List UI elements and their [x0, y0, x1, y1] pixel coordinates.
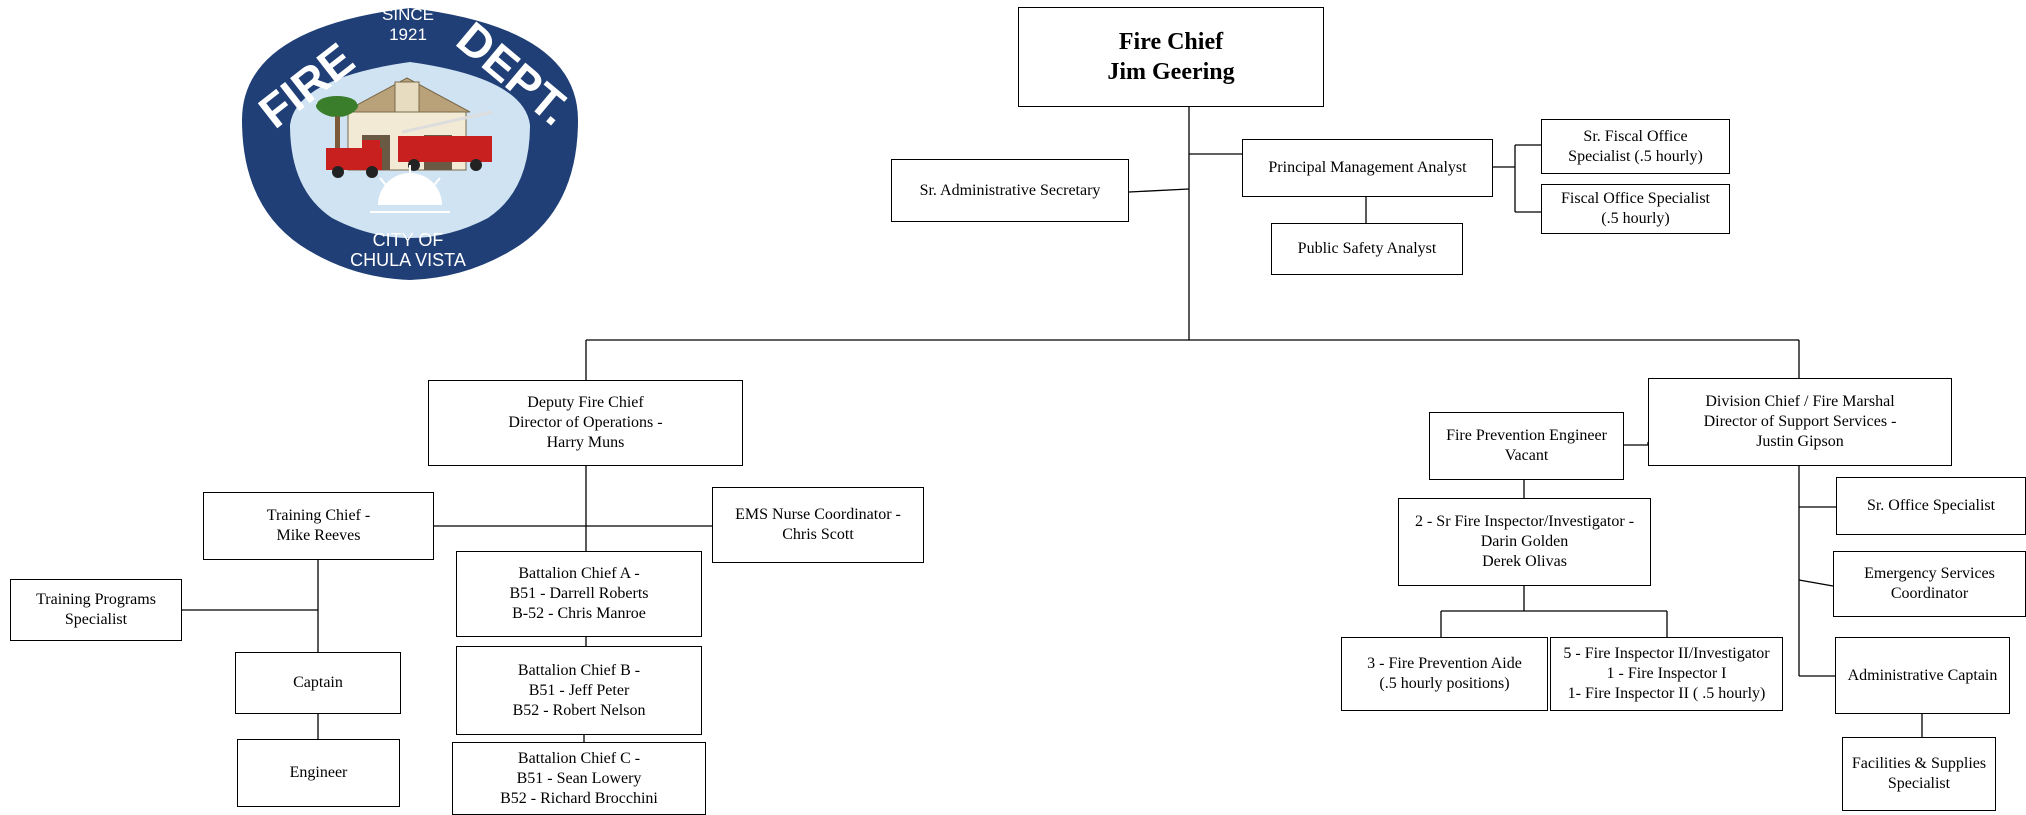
box-line: Vacant — [1504, 447, 1549, 464]
box-line: Battalion Chief C - — [517, 749, 641, 767]
box-line: B52 - Robert Nelson — [512, 701, 646, 719]
box-line: Specialist — [64, 611, 128, 628]
box-line: Director of Operations - — [508, 414, 663, 431]
box-line: 5 - Fire Inspector II/Investigator — [1563, 645, 1770, 662]
box-line: Sr. Fiscal Office — [1583, 127, 1688, 145]
box-line: B51 - Jeff Peter — [528, 681, 630, 699]
box-line: Battalion Chief A - — [518, 565, 640, 582]
logo-since: SINCE — [382, 5, 434, 24]
sr-fire-inspector-box: 2 - Sr Fire Inspector/Investigator - Dari… — [1398, 498, 1651, 586]
box-line: B52 - Richard Brocchini — [500, 789, 658, 807]
box-line: Specialist — [1887, 775, 1951, 792]
box-line: Battalion Chief B - — [517, 661, 641, 679]
box-line: Administrative Captain — [1847, 666, 1998, 684]
box-line: Principal Management Analyst — [1268, 159, 1467, 176]
engineer-box: Engineer — [237, 739, 400, 807]
fire-prevention-aide-box: 3 - Fire Prevention Aide (.5 hourly posit… — [1341, 637, 1548, 711]
box-line: Sr. Administrative Secretary — [919, 181, 1101, 199]
box-line: Coordinator — [1890, 585, 1969, 602]
box-line: B51 - Sean Lowery — [516, 769, 642, 787]
box-line: Mike Reeves — [276, 527, 361, 544]
box-line: Fire Prevention Engineer — [1446, 427, 1607, 444]
box-line: Training Programs — [36, 591, 156, 608]
logo-city-line2: CHULA VISTA — [350, 250, 466, 270]
fire-dept-logo: SINCE 1921 FIRE DEPT. CITY OF CHULA VIST… — [242, 5, 581, 280]
box-line: Captain — [293, 674, 343, 691]
box-line: Chris Scott — [782, 526, 854, 543]
logo-year: 1921 — [389, 25, 427, 44]
box-line: Derek Olivas — [1482, 553, 1567, 570]
fiscal-office-specialist-box: Fiscal Office Specialist (.5 hourly) — [1541, 184, 1730, 234]
administrative-captain-box: Administrative Captain — [1835, 637, 2010, 714]
captain-box: Captain — [235, 652, 401, 714]
box-line: 1- Fire Inspector II ( .5 hourly) — [1567, 685, 1766, 702]
box-line: Director of Support Services - — [1703, 413, 1897, 430]
box-line: 2 - Sr Fire Inspector/Investigator - — [1414, 513, 1635, 530]
box-line: Harry Muns — [546, 434, 625, 451]
box-line: Fiscal Office Specialist — [1561, 190, 1710, 207]
box-line: Facilities & Supplies — [1851, 755, 1987, 772]
palm-tree-icon — [315, 96, 359, 170]
fire-truck-icon — [326, 110, 493, 178]
box-line: B51 - Darrell Roberts — [509, 585, 649, 602]
logo-city-line1: CITY OF — [373, 230, 444, 250]
principal-mgmt-analyst-box: Principal Management Analyst — [1242, 139, 1493, 197]
box-line: Public Safety Analyst — [1297, 240, 1437, 257]
box-line: 1 - Fire Inspector I — [1606, 665, 1727, 682]
box-line: Justin Gipson — [1756, 433, 1844, 450]
box-line: Darin Golden — [1480, 533, 1569, 550]
box-line: Division Chief / Fire Marshal — [1705, 393, 1895, 410]
box-line: Sr. Office Specialist — [1866, 497, 1996, 514]
box-line: EMS Nurse Coordinator - — [735, 506, 901, 523]
sr-admin-secretary-box: Sr. Administrative Secretary — [891, 159, 1129, 222]
battalion-chief-a-box: Battalion Chief A - B51 - Darrell Roberts… — [456, 551, 702, 637]
sun-icon — [370, 165, 450, 213]
box-line: (.5 hourly positions) — [1379, 675, 1510, 692]
box-line: Deputy Fire Chief — [527, 394, 644, 411]
training-chief-box: Training Chief - Mike Reeves — [203, 492, 434, 560]
box-line: Training Chief - — [266, 507, 371, 524]
box-line: Emergency Services — [1864, 565, 1995, 582]
sr-office-specialist-box: Sr. Office Specialist — [1836, 477, 2026, 535]
box-line: Specialist (.5 hourly) — [1568, 147, 1703, 165]
ems-nurse-coordinator-box: EMS Nurse Coordinator - Chris Scott — [712, 487, 924, 563]
fire-inspector-ii-box: 5 - Fire Inspector II/Investigator 1 - Fi… — [1550, 637, 1783, 711]
box-line: 3 - Fire Prevention Aide — [1367, 655, 1522, 672]
box-line: B-52 - Chris Manroe — [512, 605, 646, 622]
box-line: Jim Geering — [1107, 59, 1235, 85]
box-line: Fire Chief — [1118, 29, 1224, 55]
box-line: (.5 hourly) — [1601, 210, 1670, 227]
public-safety-analyst-box: Public Safety Analyst — [1271, 223, 1463, 275]
box-line: Engineer — [289, 764, 348, 781]
